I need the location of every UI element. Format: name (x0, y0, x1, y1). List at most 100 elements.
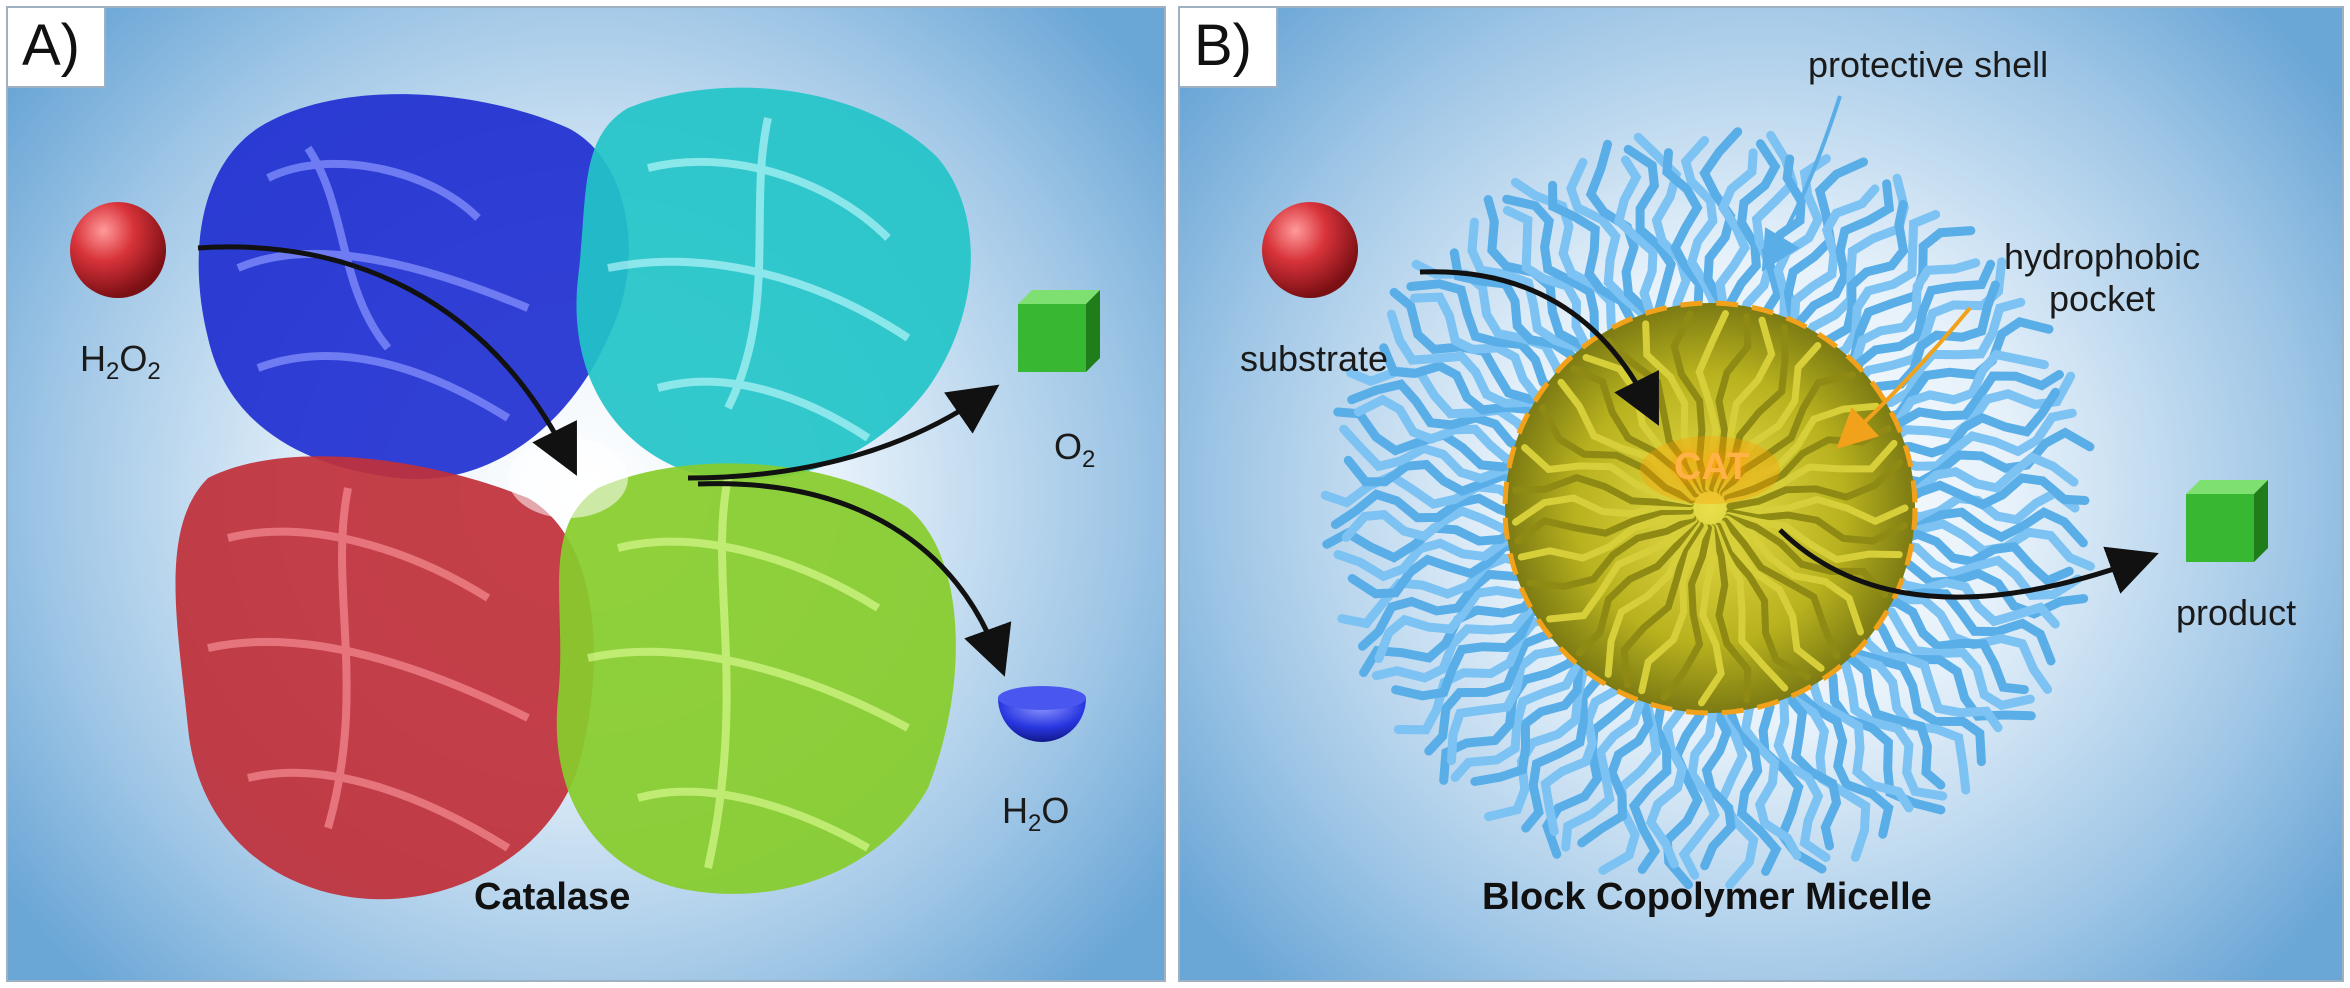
shell-chain (1869, 597, 2029, 695)
subunit-blue (198, 94, 629, 480)
cat-glow (1640, 436, 1780, 504)
core-chain (1512, 494, 1694, 526)
shell-chain (1764, 680, 1831, 862)
shell-chain (1767, 679, 1842, 851)
core-chain (1717, 324, 1789, 495)
shell-chain (1613, 155, 1671, 332)
shell-chain (1540, 671, 1634, 836)
shell-chain (1715, 148, 1758, 328)
arrow-to-h2o (697, 481, 1012, 677)
core-chain (1711, 524, 1789, 692)
shell-chain (1645, 688, 1696, 869)
core-chain (1526, 514, 1697, 591)
core-chain (1724, 513, 1889, 599)
core-chain (1539, 404, 1696, 504)
shell-chain (1680, 136, 1719, 327)
core-chain (1512, 473, 1694, 508)
shell-chain (1819, 210, 1941, 364)
shell-chain (1889, 408, 2077, 471)
shell-chain (1447, 635, 1580, 765)
core-chain (1670, 310, 1710, 492)
shell-chain (1339, 424, 1529, 484)
shell-chain (1662, 148, 1704, 328)
shell-chain (1725, 139, 1781, 328)
core-chain (1709, 524, 1752, 703)
shell-chain (1561, 675, 1645, 852)
subunit-red (175, 456, 594, 900)
shell-chain (1353, 394, 1532, 464)
shell-chain (1809, 659, 1914, 813)
core-chain (1620, 522, 1704, 689)
core-chain (1570, 365, 1700, 498)
panel-a: A) H2O2 O2 H2O Catalase (6, 6, 1166, 982)
core-chain (1726, 459, 1904, 510)
shell-chain (1847, 259, 1996, 389)
core-chains (1512, 310, 1909, 707)
shell-chain (1855, 617, 2003, 733)
arrow-substrate-in (1419, 269, 1659, 426)
shell-chain (1793, 668, 1894, 839)
core-chain (1718, 342, 1822, 496)
core-chain (1546, 516, 1698, 623)
shell-chain (1320, 470, 1525, 509)
h2o2-label: H2O2 (80, 338, 161, 386)
shell-chain (1410, 292, 1561, 404)
catalase-diagram (70, 87, 1100, 900)
core-chain (1723, 515, 1864, 636)
shell-chain (1346, 366, 1538, 446)
core-chain (1714, 522, 1811, 681)
arrow-to-o2 (687, 384, 1000, 481)
shell-chain (1894, 507, 2088, 548)
core-chain (1726, 509, 1908, 545)
arrow-product-out (1778, 528, 2159, 600)
substrate-label: substrate (1240, 338, 1389, 379)
core-chain (1660, 524, 1712, 701)
shell-chain (1700, 689, 1736, 871)
shell-chain (1470, 645, 1593, 786)
core-chain (1604, 519, 1701, 678)
hydrophobic-pocket-label: hydrophobic pocket (2004, 236, 2201, 319)
shell-chain (1740, 684, 1802, 860)
shell-chain (1726, 687, 1782, 876)
shell-chain (1895, 473, 2090, 510)
arrow-pocket-pointer (1836, 306, 1972, 449)
shell-chain (1867, 600, 2035, 711)
shell-chain (1374, 581, 1543, 663)
shell-chain (1831, 642, 1971, 795)
shell-chain (1371, 588, 1546, 683)
core-chain (1605, 338, 1706, 493)
arrow-into-enzyme (197, 244, 577, 476)
core-chain (1521, 444, 1695, 506)
core-chain (1576, 517, 1699, 657)
core-chain (1557, 378, 1697, 501)
core-chain (1720, 371, 1856, 497)
shell-chain (1895, 452, 2079, 499)
shell-chain (1892, 529, 2074, 586)
shell-chain (1823, 649, 1948, 801)
catalase-caption: Catalase (474, 876, 631, 918)
core-chain (1721, 517, 1841, 660)
shell-chain (1806, 199, 1909, 355)
subunit-cyan (576, 87, 971, 480)
shell-chain (1347, 540, 1529, 599)
shell-chain (1789, 184, 1880, 347)
shell-chain (1333, 527, 1526, 582)
shell-chain (1521, 665, 1622, 833)
core-chain (1514, 507, 1694, 545)
panel-b: B) protective shell hydrophobic pocket s… (1178, 6, 2344, 982)
shell-chain (1882, 370, 2064, 445)
shell-chain (1863, 297, 2026, 409)
shell-chain (1879, 349, 2049, 438)
shell-chain (1391, 598, 1551, 701)
shell-chain (1347, 379, 1533, 458)
shell-chain (1467, 217, 1596, 368)
micelle-caption: Block Copolymer Micelle (1482, 876, 1932, 918)
arrow-shell-pointer (1761, 95, 1842, 272)
shell-chain (1777, 675, 1871, 862)
product-cube-icon (2186, 480, 2268, 562)
micelle-diagram (1262, 95, 2268, 890)
shell-chain (1341, 506, 1526, 542)
pocket-boundary (1502, 300, 1918, 716)
shell-chain (1623, 144, 1676, 331)
shell-chain (1885, 387, 2060, 458)
